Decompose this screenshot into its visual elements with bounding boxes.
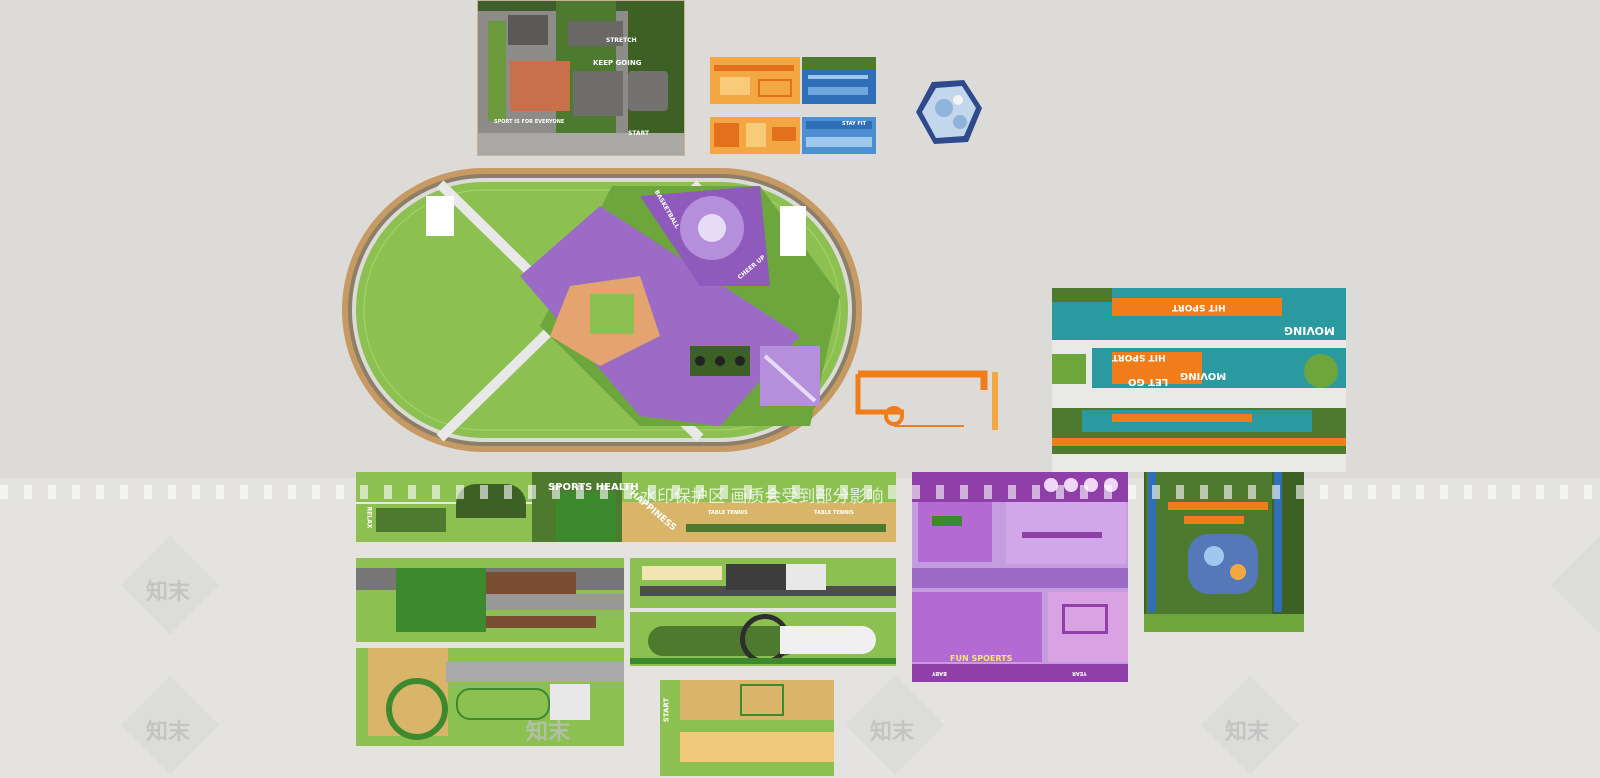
- plan-text-keep-going: KEEP GOING: [593, 59, 642, 67]
- strip-text-table-tennis-2: TABLE TENNIS: [814, 510, 854, 516]
- watermark-logo: 知末: [870, 720, 915, 745]
- purple-text-baby: BABY: [932, 670, 947, 676]
- strip-text-relax: RELAX: [365, 506, 373, 529]
- orange-path: [854, 370, 1004, 440]
- teal-text-hit-sport-2: HIT SPORT: [1112, 352, 1166, 362]
- block-bottom-middle-2: [630, 612, 896, 666]
- teal-text-moving-1: MOVING: [1284, 324, 1335, 337]
- tile-text-stay-fit: STAY FIT: [842, 121, 867, 127]
- strip-text-table-tennis-1: TABLE TENNIS: [708, 510, 748, 516]
- purple-panel: FUN SPOERTS BABY YEAR: [912, 472, 1128, 682]
- purple-text-year: YEAR: [1072, 670, 1087, 676]
- plan-text-start: START: [628, 130, 650, 137]
- watermark-logo: 知末: [526, 720, 571, 745]
- watermark-overlay-text: 水印保护区 画质会受到部分影响: [640, 487, 884, 507]
- block-bottom-middle-1: [630, 558, 896, 608]
- block-bottom-center: START: [660, 680, 834, 776]
- tile-orange-1: [710, 57, 800, 104]
- plan-top-left: STRETCH KEEP GOING SPORT IS FOR EVERYONE…: [477, 0, 685, 156]
- teal-panel: MOVING HIT SPORT LET GO MOVING HIT SPORT: [1052, 288, 1346, 472]
- stadium: BASKETBALL CHEER UP: [340, 166, 864, 454]
- tile-blue-2: STAY FIT: [802, 117, 876, 154]
- tile-blue-1: [802, 57, 876, 104]
- purple-text-fun-spoerts: FUN SPOERTS: [950, 654, 1013, 663]
- teal-text-let-go: LET GO: [1128, 376, 1169, 387]
- teal-text-moving-2: MOVING: [1180, 370, 1227, 381]
- watermark-strip: [0, 485, 1600, 499]
- block-bottom-left-2: [356, 648, 624, 746]
- watermark-logo: 知末: [146, 580, 191, 605]
- watermark-logo: 知末: [146, 720, 191, 745]
- plan-text-stretch: STRETCH: [606, 37, 637, 44]
- teal-text-hit-sport-1: HIT SPORT: [1172, 302, 1226, 312]
- block-bottom-left-1: [356, 558, 624, 642]
- green-strip-panel: RELAX SPORTS HEALTH HAPPINESS TABLE TENN…: [356, 472, 896, 542]
- watermark-logo: 知末: [1225, 720, 1270, 745]
- hexagon-pad: [914, 78, 984, 146]
- center-text-start: START: [662, 697, 671, 723]
- plan-text-sport-is-for-everyone: SPORT IS FOR EVERYONE: [494, 119, 565, 125]
- tile-orange-2: [710, 117, 800, 154]
